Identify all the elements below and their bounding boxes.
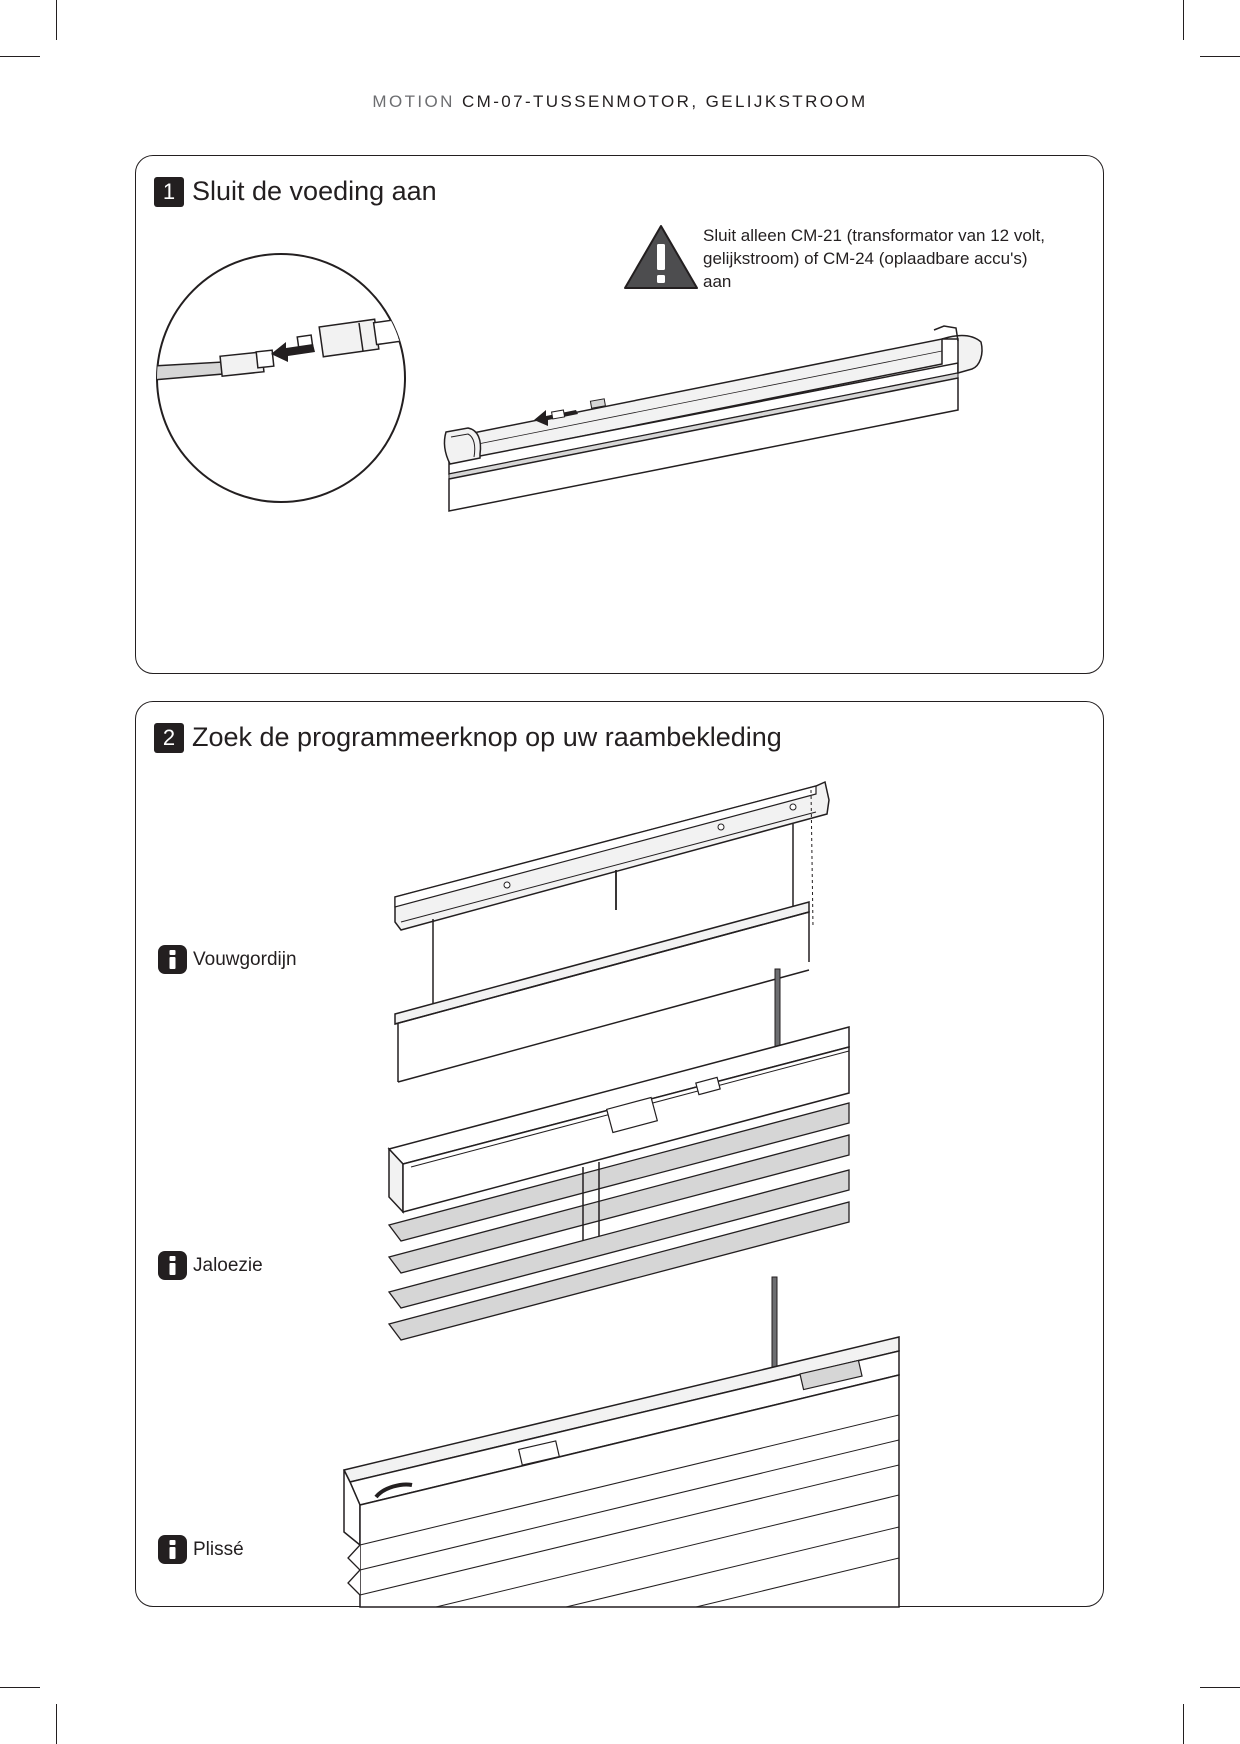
venetian-blind-illustration [387, 968, 850, 1274]
venetian-blind-lower-slats [387, 1169, 850, 1341]
step-title: Zoek de programmeerknop op uw raambekled… [192, 722, 782, 752]
crop-mark [1200, 1687, 1240, 1688]
roman-blind-illustration [394, 780, 830, 1083]
blind-label-vouwgordijn: Vouwgordijn [158, 945, 297, 974]
crop-mark [56, 1704, 57, 1744]
crop-mark [1183, 0, 1184, 40]
blind-name: Vouwgordijn [193, 948, 297, 970]
info-icon [158, 1535, 187, 1564]
blind-name: Plissé [193, 1538, 244, 1560]
connector-detail-illustration [156, 253, 406, 503]
roller-blind-motor-illustration [443, 325, 983, 512]
info-icon [158, 945, 187, 974]
blind-label-plisse: Plissé [158, 1535, 244, 1564]
page-header: MOTION CM-07-TUSSENMOTOR, GELIJKSTROOM [0, 92, 1240, 112]
step-title: Sluit de voeding aan [192, 176, 437, 206]
step-2-panel: 2 Zoek de programmeerknop op uw raambekl… [135, 701, 1104, 1608]
info-icon [158, 1251, 187, 1280]
step-number: 1 [154, 176, 184, 207]
blind-label-jaloezie: Jaloezie [158, 1251, 263, 1280]
step-number: 2 [154, 722, 184, 753]
blind-name: Jaloezie [193, 1254, 263, 1276]
crop-mark [0, 1687, 40, 1688]
crop-mark [1183, 1704, 1184, 1744]
warning-text: Sluit alleen CM-21 (transformator van 12… [703, 226, 1046, 291]
step-2-heading: 2 Zoek de programmeerknop op uw raambekl… [154, 722, 782, 753]
step-1-heading: 1 Sluit de voeding aan [154, 176, 437, 207]
pleated-blind-illustration [342, 1276, 900, 1608]
brand-name: MOTION [372, 92, 455, 111]
warning-triangle-icon [624, 225, 698, 289]
product-name: CM-07-TUSSENMOTOR, GELIJKSTROOM [461, 92, 868, 111]
crop-mark [56, 0, 57, 40]
crop-mark [1200, 56, 1240, 57]
crop-mark [0, 56, 40, 57]
step-1-panel: 1 Sluit de voeding aan Sluit alleen CM-2… [135, 155, 1104, 674]
